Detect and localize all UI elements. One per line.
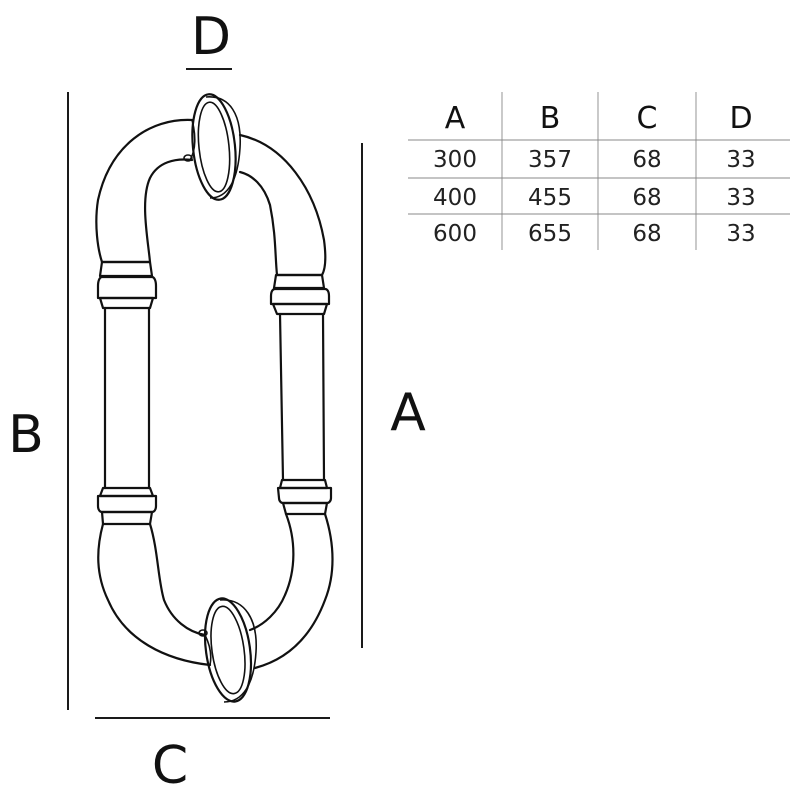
table-header-a: A <box>445 101 466 136</box>
handle-bottom-left-bend <box>97 522 212 667</box>
table-cell: 68 <box>632 185 661 211</box>
table-header-b: B <box>540 101 561 136</box>
handle-top-left-bend <box>95 118 194 264</box>
bottom-rosette <box>198 597 257 703</box>
table-header-d: D <box>729 101 752 136</box>
table-cell: 300 <box>433 147 477 173</box>
table-header-c: C <box>637 101 658 136</box>
handle-left-bar <box>103 306 151 490</box>
dimension-b-label: B <box>8 405 44 465</box>
table-cell: 68 <box>632 147 661 173</box>
handle-right-bar <box>278 312 326 482</box>
table-cell: 655 <box>528 221 572 247</box>
dimension-a: A <box>361 143 426 648</box>
door-handle-outline <box>95 93 334 703</box>
table-cell: 33 <box>726 221 755 247</box>
table-cell: 33 <box>726 185 755 211</box>
table-cell: 33 <box>726 147 755 173</box>
left-top-collar <box>96 260 158 310</box>
dimension-a-label: A <box>390 383 426 443</box>
table-cell: 400 <box>433 185 477 211</box>
table-cell: 68 <box>632 221 661 247</box>
dimension-d-label: D <box>191 7 231 67</box>
top-rosette <box>183 93 241 201</box>
dimension-c-label: C <box>152 736 188 796</box>
table-cell: 357 <box>528 147 572 173</box>
left-bottom-collar <box>96 486 158 526</box>
handle-top-right-bend <box>238 133 327 277</box>
dimension-b: B <box>8 92 69 710</box>
dimension-c: C <box>95 717 330 796</box>
table-cell: 600 <box>433 221 477 247</box>
table-cell: 455 <box>528 185 572 211</box>
dimensions-table: A B C D 300 357 68 33 400 455 68 33 600 … <box>408 92 790 250</box>
handle-bottom-right-bend <box>248 512 334 670</box>
right-bottom-collar <box>276 478 333 516</box>
dimension-d: D <box>186 7 232 70</box>
right-top-collar <box>269 273 331 316</box>
